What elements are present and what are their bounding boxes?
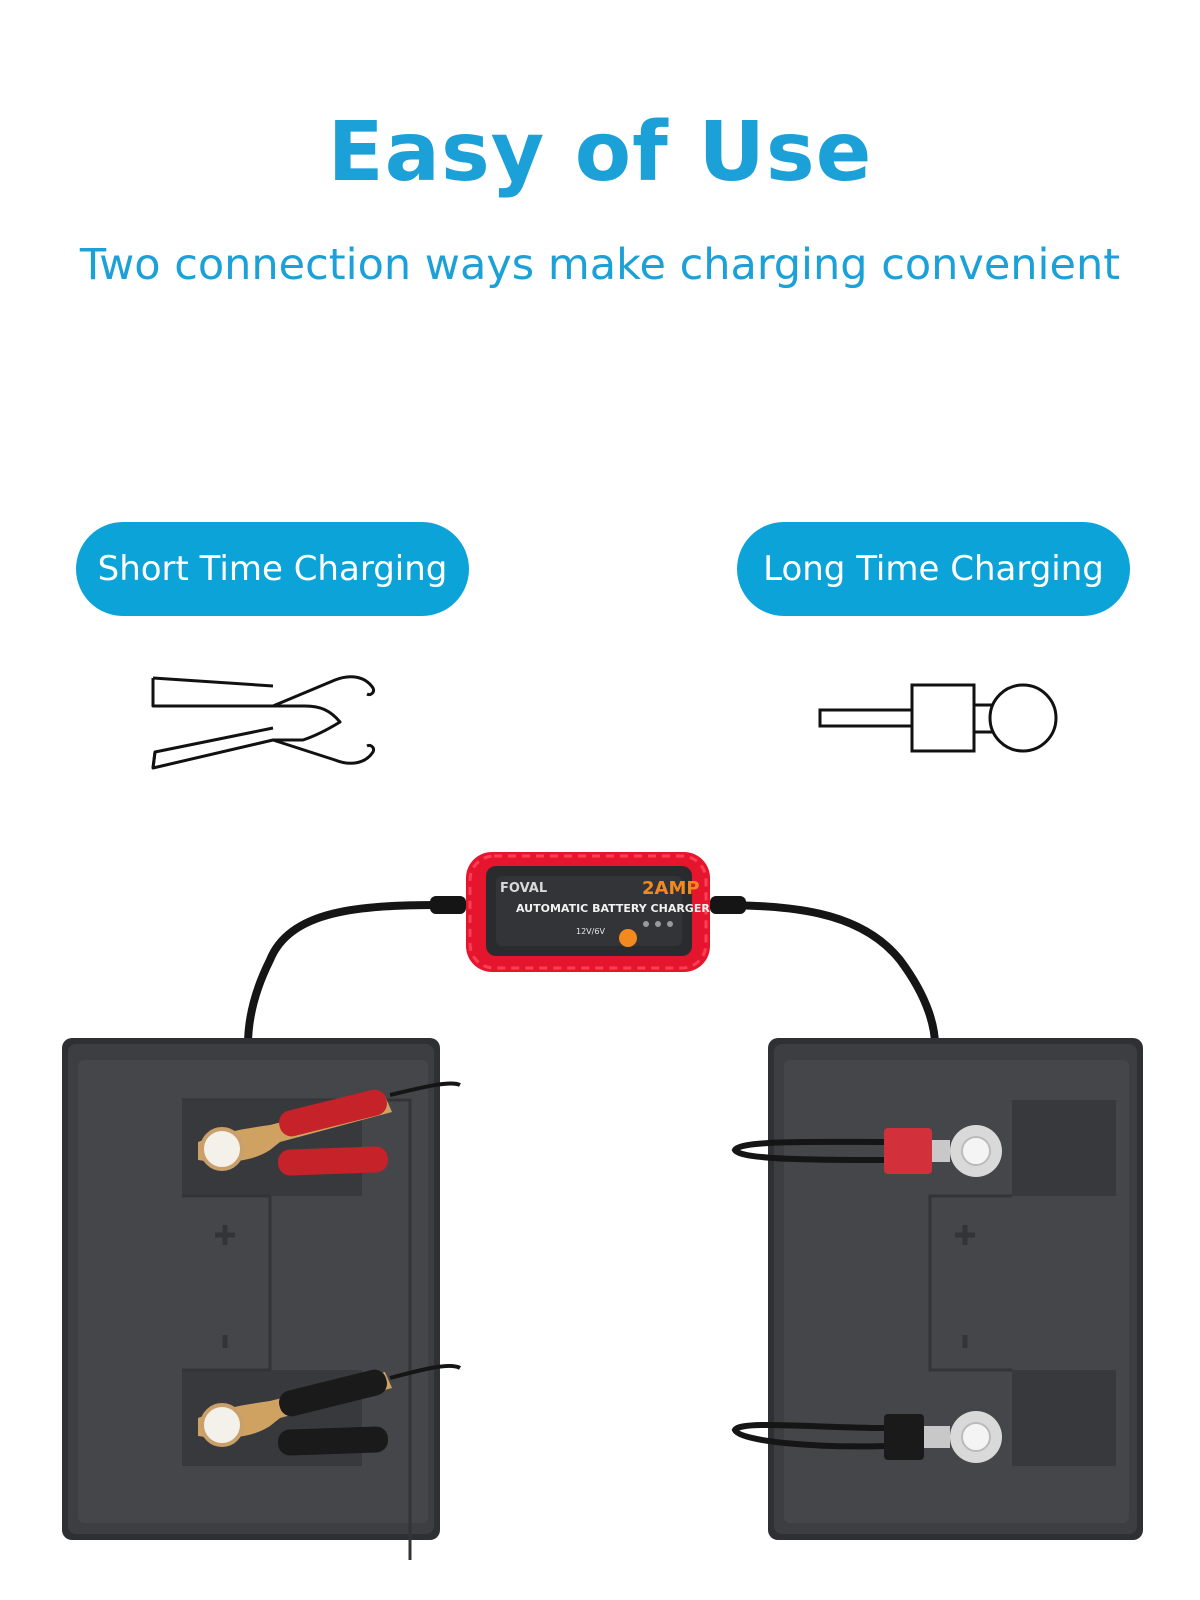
red-clamp — [198, 1081, 461, 1176]
long-time-charging-badge: Long Time Charging — [737, 522, 1130, 616]
positive-ring-terminal — [731, 1125, 1002, 1177]
charger-brand: FOVAL — [500, 881, 547, 896]
charger-unit: FOVAL 2AMP AUTOMATIC BATTERY CHARGER 12V… — [430, 852, 746, 972]
black-clamp — [198, 1363, 462, 1456]
short-time-charging-label: Short Time Charging — [97, 549, 448, 589]
right-charger-cable — [709, 901, 939, 1046]
ring-terminal-icon — [818, 683, 1058, 753]
charger-name: AUTOMATIC BATTERY CHARGER — [516, 902, 710, 915]
left-charger-cable — [244, 901, 441, 1046]
clamp-icon — [151, 675, 375, 770]
left-battery — [62, 1038, 462, 1560]
right-battery — [731, 1038, 1143, 1540]
page-title: Easy of Use — [327, 105, 873, 200]
page-subtitle: Two connection ways make charging conven… — [79, 240, 1121, 290]
charger-voltage: 12V/6V — [576, 927, 605, 936]
short-time-charging-badge: Short Time Charging — [76, 522, 469, 616]
charger-rating: 2AMP — [642, 878, 700, 899]
negative-ring-terminal — [731, 1411, 1002, 1463]
long-time-charging-label: Long Time Charging — [763, 549, 1104, 589]
